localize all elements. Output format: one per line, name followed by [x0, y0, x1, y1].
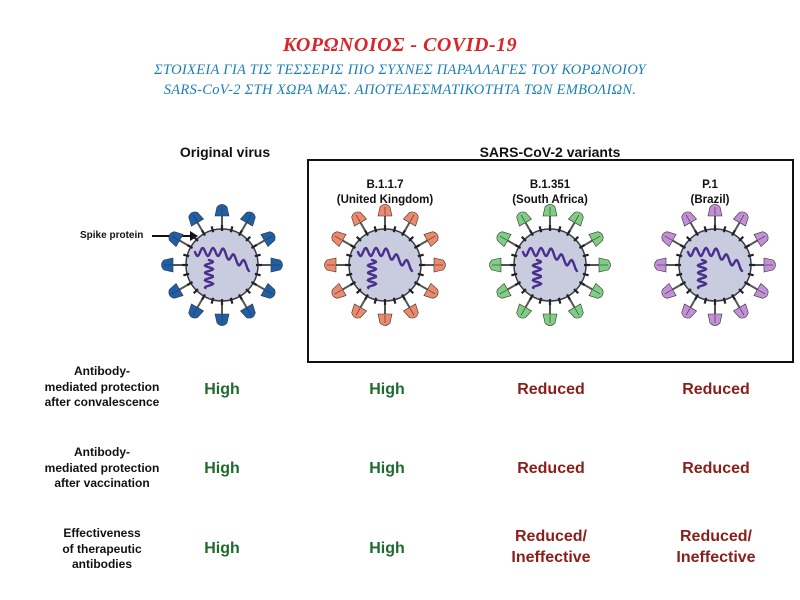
- value-original-convalescence: High: [204, 381, 240, 398]
- original-virus-header: Original virus: [179, 144, 271, 160]
- value-b1351-convalescence: Reduced: [517, 381, 585, 398]
- variant-region: (United Kingdom): [336, 194, 434, 206]
- original-virus-icon: [161, 204, 283, 326]
- subtitle-line-1: ΣΤΟΙΧΕΙΑ ΓΙΑ ΤΙΣ ΤΕΣΣΕΡΙΣ ΠΙΟ ΣΥΧΝΕΣ ΠΑΡ…: [154, 62, 646, 78]
- variant-region: (South Africa): [512, 194, 588, 206]
- row-label-line: mediated protection: [44, 379, 160, 394]
- spike-protein-label: Spike protein: [80, 230, 144, 241]
- page-title: ΚΟΡΩΝΟΙΟΣ - COVID-19: [282, 34, 518, 56]
- row-label-line: Antibody-: [74, 445, 130, 459]
- value-p1-therapeutic: Reduced/ Ineffective: [646, 526, 786, 568]
- value-p1-convalescence: Reduced: [682, 381, 750, 398]
- row-label-line: antibodies: [71, 557, 132, 571]
- value-line: Reduced/: [679, 528, 752, 545]
- value-b1351-vaccination: Reduced: [517, 460, 585, 477]
- row-label-line: mediated protection: [44, 460, 160, 475]
- row-label-line: after convalescence: [44, 395, 160, 409]
- value-original-therapeutic: High: [204, 540, 240, 557]
- b117-variant-virus-icon: [324, 204, 446, 326]
- variant-label-b117: B.1.1.7 (United Kingdom): [310, 178, 460, 208]
- value-original-vaccination: High: [204, 460, 240, 477]
- variant-label-b1351: B.1.351 (South Africa): [475, 178, 625, 208]
- variant-name: P.1: [702, 179, 718, 191]
- row-label-therapeutic: Effectiveness of therapeutic antibodies: [22, 526, 182, 573]
- row-label-line: after vaccination: [54, 476, 150, 490]
- value-b117-therapeutic: High: [369, 540, 405, 557]
- value-line: Ineffective: [511, 549, 591, 566]
- value-b1351-therapeutic: Reduced/ Ineffective: [481, 526, 621, 568]
- row-label-line: Effectiveness: [63, 526, 141, 540]
- subtitle-line-2: SARS-CoV-2 ΣΤΗ ΧΩΡΑ ΜΑΣ. ΑΠΟΤΕΛΕΣΜΑΤΙΚΟΤ…: [163, 82, 637, 98]
- variants-box: [307, 159, 794, 363]
- value-b117-vaccination: High: [369, 460, 405, 477]
- row-label-line: Antibody-: [74, 364, 130, 378]
- variants-header: SARS-CoV-2 variants: [479, 144, 621, 160]
- row-label-vaccination: Antibody- mediated protection after vacc…: [22, 445, 182, 492]
- variant-label-p1: P.1 (Brazil): [645, 178, 775, 208]
- variant-name: B.1.351: [529, 179, 571, 191]
- row-label-convalescence: Antibody- mediated protection after conv…: [22, 364, 182, 411]
- value-p1-vaccination: Reduced: [682, 460, 750, 477]
- variant-region: (Brazil): [690, 194, 730, 206]
- row-label-line: of therapeutic: [62, 541, 142, 556]
- value-b117-convalescence: High: [369, 381, 405, 398]
- variant-name: B.1.1.7: [366, 179, 404, 191]
- b1351-variant-virus-icon: [489, 204, 611, 326]
- p1-variant-virus-icon: [654, 204, 776, 326]
- value-line: Reduced/: [514, 528, 587, 545]
- value-line: Ineffective: [676, 549, 756, 566]
